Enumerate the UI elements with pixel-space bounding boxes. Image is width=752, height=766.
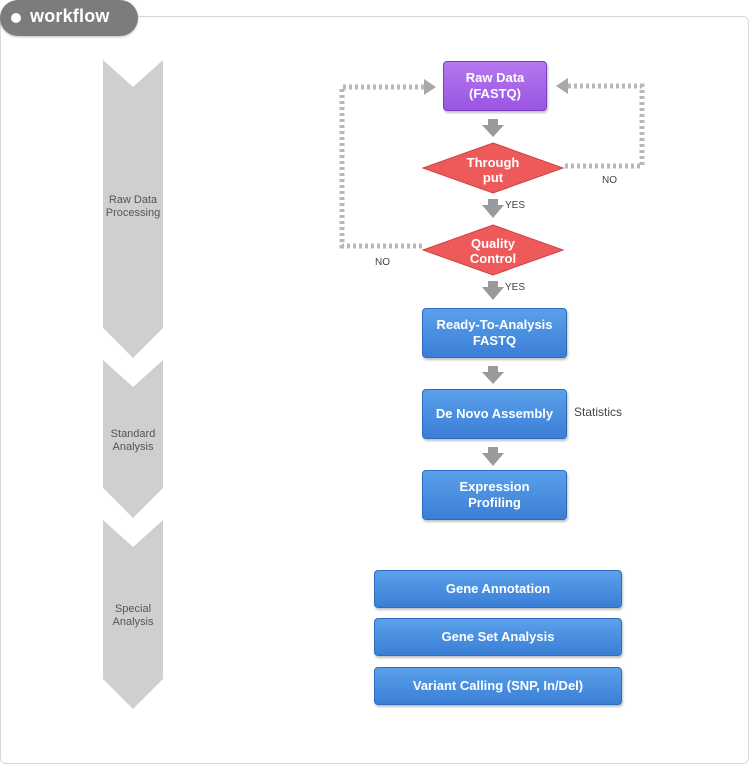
arrowhead-right-loop xyxy=(556,78,568,94)
bullet-icon xyxy=(11,13,21,23)
down-arrow-5 xyxy=(482,447,504,466)
diamond-quality-control xyxy=(421,224,565,276)
arrowhead-left-loop xyxy=(424,79,436,95)
diamond-throughput xyxy=(421,142,565,194)
node-gene-set-analysis: Gene Set Analysis xyxy=(374,618,622,656)
down-arrow-2 xyxy=(482,199,504,218)
statistics-label: Statistics xyxy=(574,405,623,419)
stage-label-special: Special Analysis xyxy=(112,603,154,628)
node-quality-control-label: Quality Control xyxy=(469,236,517,266)
node-de-novo-assembly: De Novo Assembly xyxy=(422,389,567,439)
down-arrow-4 xyxy=(482,366,504,384)
node-ready-to-analysis: Ready-To-Analysis FASTQ xyxy=(422,308,567,358)
edge-label-no-right: NO xyxy=(602,175,617,186)
node-variant-calling: Variant Calling (SNP, In/Del) xyxy=(374,667,622,705)
node-raw-data: Raw Data (FASTQ) xyxy=(443,61,547,111)
stage-label-raw-data: Raw Data Processing xyxy=(105,194,161,219)
edge-label-yes-1: YES xyxy=(505,200,526,211)
stage-chevron-standard xyxy=(103,360,163,518)
edge-label-no-left: NO xyxy=(375,257,390,268)
stage-chevron-raw-data xyxy=(103,60,163,358)
stage-chevron-special xyxy=(103,520,163,709)
node-gene-annotation: Gene Annotation xyxy=(374,570,622,608)
panel-title: workflow xyxy=(30,6,110,26)
no-loop-right xyxy=(560,83,645,169)
node-expression-profiling: Expression Profiling xyxy=(422,470,567,520)
edge-label-yes-2: YES xyxy=(505,282,526,293)
workflow-tab: workflow xyxy=(0,0,138,36)
down-arrow-3 xyxy=(482,281,504,300)
stage-label-standard: Standard Analysis xyxy=(110,428,156,453)
node-throughput-label: Through put xyxy=(466,155,520,185)
no-loop-left xyxy=(339,84,428,249)
down-arrow-1 xyxy=(482,119,504,137)
